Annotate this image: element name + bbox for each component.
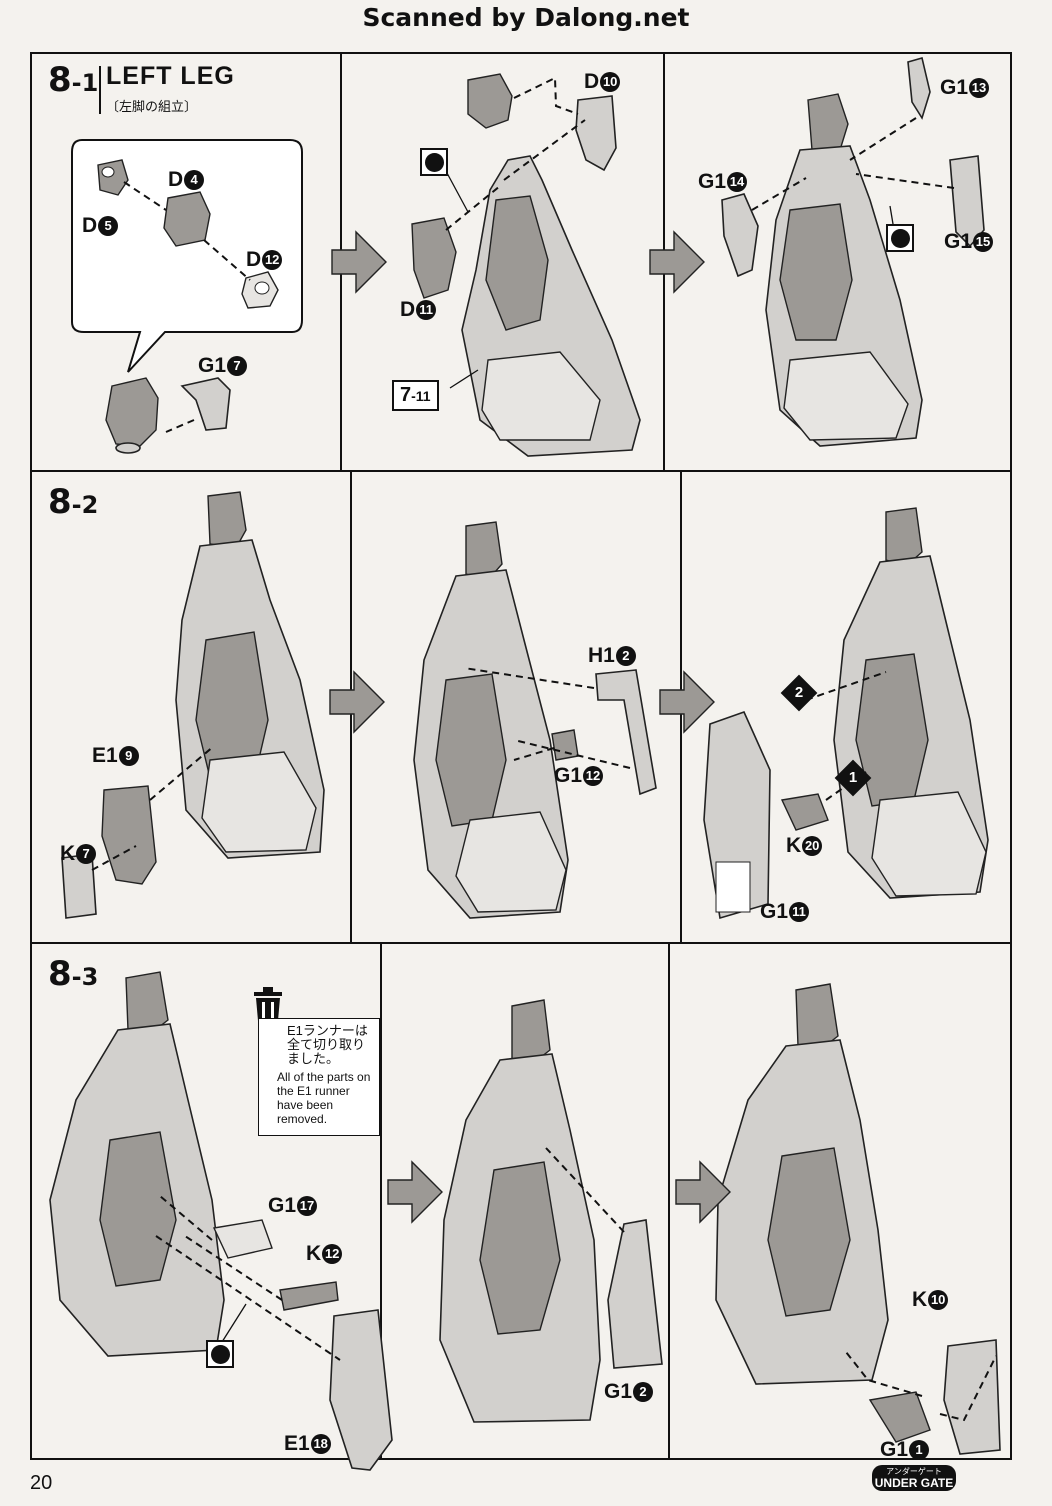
sticker-mark-icon: [206, 1340, 234, 1368]
col-divider-r3a: [380, 942, 382, 1460]
inset-callout: [71, 139, 303, 373]
row-divider-1: [30, 470, 1012, 472]
leg-assembly-8-3-mid: [439, 999, 663, 1423]
leg-assembly-8-1-mid: [411, 73, 641, 457]
knee-joint-part: [105, 377, 231, 454]
scan-watermark-header: Scanned by Dalong.net: [362, 3, 690, 32]
runner-removed-note: E1ランナーは全て切り取りました。 All of the parts on th…: [258, 1018, 380, 1136]
leg-assembly-8-2-mid: [413, 521, 657, 919]
step-number-8-3: 8-3: [48, 954, 99, 994]
sticker-mark-icon: [420, 148, 448, 176]
reference-step-box: 7-11: [392, 380, 439, 411]
leg-assembly-8-3-left: [49, 971, 393, 1471]
note-text-jp: E1ランナーは全て切り取りました。: [287, 1023, 368, 1066]
sticker-mark-icon: [886, 224, 914, 252]
leg-assembly-8-1-right: [721, 57, 985, 447]
row-divider-2: [30, 942, 1012, 944]
section-title-jp: 〔左脚の組立〕: [106, 99, 198, 114]
leg-assembly-8-2-left: [61, 491, 325, 919]
under-gate-badge: アンダーゲート UNDER GATE: [872, 1465, 956, 1491]
instruction-frame: [30, 52, 1012, 1460]
step-number-8-1: 8-1: [48, 60, 99, 100]
title-bar: [99, 66, 101, 114]
note-text-en: All of the parts on the E1 runner have b…: [277, 1070, 371, 1126]
section-title: LEFT LEG: [106, 62, 235, 90]
leg-assembly-8-3-right: [715, 983, 1001, 1455]
inset-knee-parts: [97, 159, 279, 309]
page-number: 20: [30, 1472, 53, 1494]
step-number-8-2: 8-2: [48, 482, 99, 522]
step-arrows: [329, 230, 731, 1224]
order-marker-1: 1: [834, 759, 872, 797]
order-marker-2: 2: [780, 674, 818, 712]
col-divider-r3b: [668, 942, 670, 1460]
leg-assembly-8-2-right: [703, 507, 989, 920]
